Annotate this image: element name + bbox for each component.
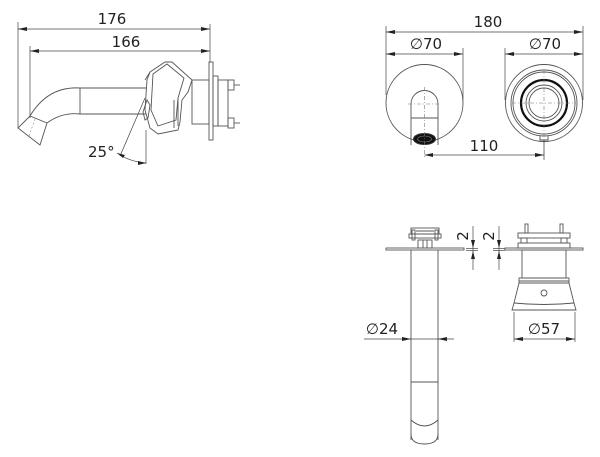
dim-180: 180	[474, 13, 503, 31]
dim-176: 176	[98, 10, 127, 28]
dim-diameter-70-spout: ∅70	[410, 35, 442, 53]
dim-diameter-24: ∅24	[366, 320, 398, 338]
top-view-handle: 2 ∅57	[480, 223, 584, 342]
side-view: 176 166	[17, 10, 240, 165]
dim-2-spout: 2	[454, 231, 472, 241]
dim-25-degree: 25°	[88, 143, 115, 161]
front-view: 180 ∅70 ∅70 110	[385, 13, 584, 160]
dim-110: 110	[470, 137, 499, 155]
dim-diameter-70-handle: ∅70	[529, 35, 561, 53]
top-view-spout: 2 ∅24	[364, 226, 478, 445]
dim-2-handle: 2	[480, 231, 498, 241]
dim-diameter-57: ∅57	[528, 320, 560, 338]
dim-166: 166	[112, 33, 141, 51]
